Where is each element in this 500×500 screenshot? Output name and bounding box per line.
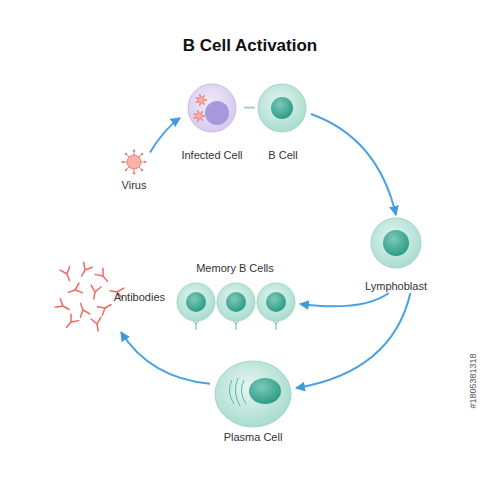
antibody-symbol [77,262,92,278]
cell-nucleus [186,292,206,312]
antibody-stroke [77,262,92,278]
cell-nucleus [205,101,229,125]
lymphoblast-node: Lymphoblast [360,215,432,293]
spike-knob [205,99,207,101]
antibody-stroke [67,283,83,297]
binding-connector [244,107,255,109]
cell-nucleus [266,292,286,312]
receptor-symbol [274,321,279,330]
flow-arrow [296,293,410,388]
node-label: Memory B Cells [170,262,300,275]
receptor-symbol [234,321,239,330]
flow-arrow [311,114,396,215]
spike-knob [193,117,195,119]
diagram-title: B Cell Activation [0,36,500,56]
node-label: Virus [118,179,150,192]
receptor-symbol [194,321,199,330]
flow-arrow [300,293,389,306]
antibody-symbol [60,267,74,283]
plasma-cell-node: Plasma Cell [210,358,296,444]
flow-arrow [150,118,180,152]
node-label: Infected Cell [180,149,244,162]
antibody-stroke [76,302,90,318]
node-label: B Cell [255,149,311,162]
cell-nucleus [271,97,293,119]
cell-membrane [188,84,236,132]
spike-knob [195,101,197,103]
antibody-symbol [63,314,79,330]
spike-knob [133,150,136,153]
cell-membrane [215,361,291,427]
b-cell-node: B Cell [255,82,311,162]
spike-knob [122,161,125,164]
spike-knob [144,161,147,164]
spike-knob [201,119,203,121]
er-lines [229,378,246,406]
cell-membrane [257,283,295,321]
cell-nucleus [226,292,246,312]
spike-knob [197,120,199,122]
antibody-symbol [76,302,90,318]
cell-nucleus [249,378,281,404]
memory-b-cells-node: Memory B Cells [170,262,300,332]
spike-knob [203,115,205,117]
antibody-symbol [89,285,101,300]
cell-membrane [258,84,306,132]
cell-membrane [177,283,215,321]
antibody-stroke [97,300,113,315]
stock-id-watermark: #1805381318 [468,353,478,408]
spike-knob [201,111,203,113]
antibody-stroke [91,317,103,332]
antibody-symbol [55,299,71,314]
cell-membrane [371,218,421,268]
antibody-stroke [95,268,111,284]
flow-arrow [121,332,210,384]
spike-knob [199,104,201,106]
cell-membrane [217,283,255,321]
node-label: Antibodies [114,291,165,304]
spike-knob [125,169,128,172]
antibody-stroke [63,314,79,330]
antibody-stroke [55,299,71,314]
antibody-stroke [89,285,101,300]
virus-particle [193,110,205,122]
node-label: Plasma Cell [210,431,296,444]
spike-knob [193,113,195,115]
virus-body [196,113,202,119]
antibodies-node: Antibodies [55,262,165,332]
antibody-stroke [60,267,74,283]
spike-knob [141,153,144,156]
virus-body [127,155,141,169]
antibody-symbol [97,300,113,315]
spike-knob [197,110,199,112]
virus-particle [122,150,147,175]
virus-node: Virus [118,148,150,192]
infected-cell-node: Infected Cell [180,82,244,162]
antibody-symbol [95,268,111,284]
spike-knob [125,153,128,156]
spike-knob [141,169,144,172]
cell-nucleus [383,230,409,256]
spike-knob [203,95,205,97]
antibody-symbol [91,317,103,332]
spike-knob [203,103,205,105]
virus-body [198,97,204,103]
antibody-symbol [67,283,83,297]
spike-knob [133,172,136,175]
virus-particle [195,94,207,106]
spike-knob [199,94,201,96]
node-label: Lymphoblast [360,280,432,293]
spike-knob [195,97,197,99]
